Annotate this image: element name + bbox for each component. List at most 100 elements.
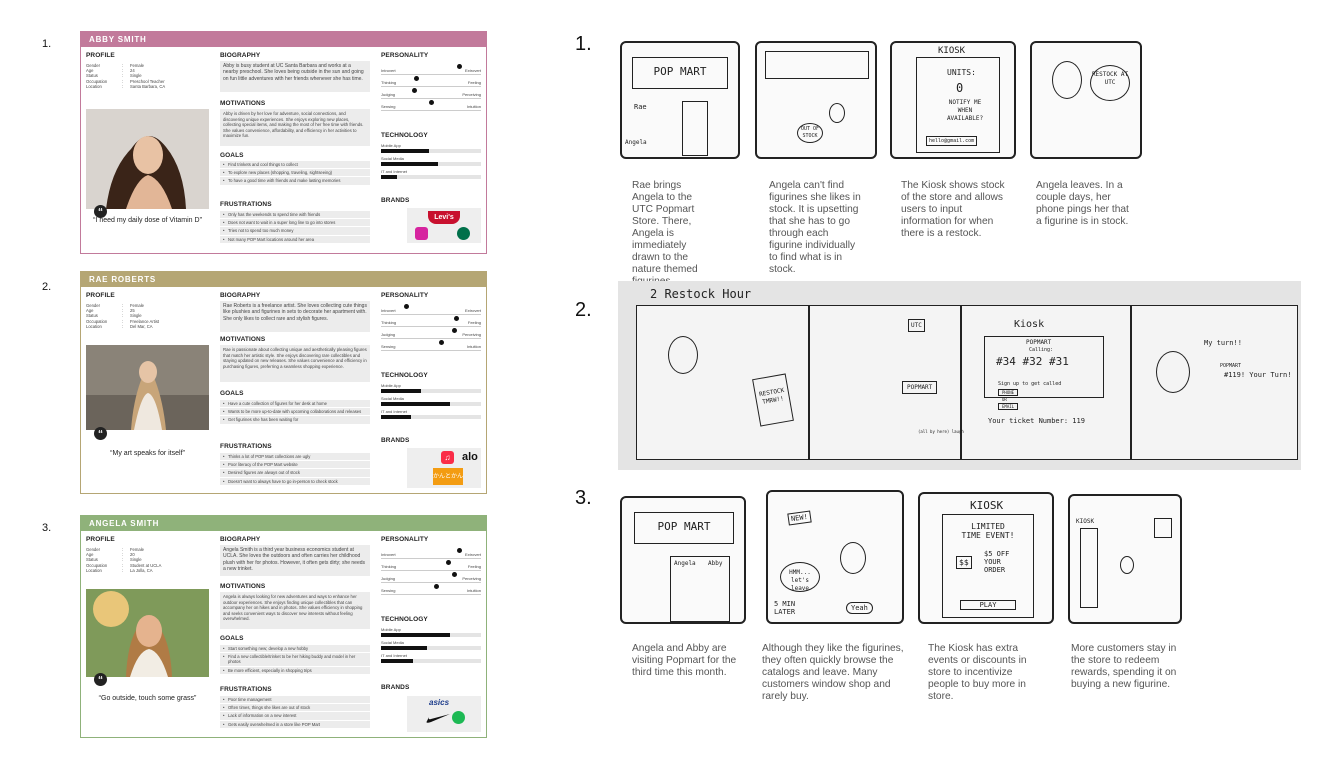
persona-name: RAE ROBERTS xyxy=(81,272,486,287)
storyboard-caption: Angela leaves. In a couple days, her pho… xyxy=(1036,180,1129,227)
sketch-label: POPMART xyxy=(1220,363,1242,369)
profile-key: Age xyxy=(86,308,94,314)
profile-key: Status xyxy=(86,73,98,79)
profile-value: La Jolla, CA xyxy=(130,567,153,573)
profile-value: Female xyxy=(130,547,144,552)
storyboard-panel: KIOSK xyxy=(1068,494,1182,624)
profile-key: Gender xyxy=(86,303,100,308)
frustrations-heading: FRUSTRATIONS xyxy=(220,443,272,450)
profile-value: Student at UCLA xyxy=(130,562,162,568)
tech-label: Mobile App xyxy=(381,627,401,632)
apple-music-logo: ♫ xyxy=(441,451,454,464)
biography-heading: BIOGRAPHY xyxy=(220,52,261,59)
motivations-heading: MOTIVATIONS xyxy=(220,336,266,343)
tech-label: IT and Internet xyxy=(381,169,407,174)
persona-quote: “Go outside, touch some grass” xyxy=(98,695,197,702)
frustrations-list: Only has the weekends to spend time with… xyxy=(220,211,370,244)
frustrations-list: Thinks a lot of POP Mart collections are… xyxy=(220,453,370,486)
scale-right-label: Feeling xyxy=(467,80,481,85)
frustrations-heading: FRUSTRATIONS xyxy=(220,201,272,208)
scale-right-label: Extrovert xyxy=(464,68,481,73)
tech-label: Social Media xyxy=(381,640,404,645)
scale-marker xyxy=(428,100,434,105)
storyboard-panel: KIOSK UNITS: 0 NOTIFY ME WHEN AVAILABLE?… xyxy=(890,41,1016,159)
tech-fill xyxy=(381,633,450,637)
persona-photo xyxy=(86,345,209,430)
persona-quote: “My art speaks for itself” xyxy=(110,450,185,457)
brands-heading: BRANDS xyxy=(381,437,410,444)
list-item: Often times, things she likes are out of… xyxy=(220,704,370,712)
sketch-label: EMAIL xyxy=(998,403,1019,410)
goals-list: Have a cute collection of figures for he… xyxy=(220,400,370,425)
storyboard-panel: POP MART Rae Angela xyxy=(620,41,740,159)
scale-marker xyxy=(403,304,409,309)
sketch-bubble: Yeah xyxy=(846,602,873,614)
storyboard-index: 3. xyxy=(575,487,592,509)
personality-heading: PERSONALITY xyxy=(381,292,429,299)
persona-photo xyxy=(86,109,209,209)
storyboard-index: 2. xyxy=(575,299,592,321)
motivations-heading: MOTIVATIONS xyxy=(220,583,266,590)
list-item: Get figurines she has been waiting for xyxy=(220,416,370,424)
profile-heading: PROFILE xyxy=(86,536,115,543)
biography-text: Abby is busy student at UC Santa Barbara… xyxy=(220,61,370,92)
list-item: Lack of information on a new interest xyxy=(220,712,370,720)
asics-logo: asics xyxy=(429,698,450,707)
list-item: Be more efficient, especially in shoppin… xyxy=(220,666,370,674)
quote-icon: “ xyxy=(94,673,107,686)
scale-right-label: Perceiving xyxy=(462,92,481,97)
list-item: Gets easily overwhelmed in a store like … xyxy=(220,720,370,728)
storyboard-caption: The Kiosk has extra events or discounts … xyxy=(928,643,1027,702)
sketch-label: $5 OFF YOUR ORDER xyxy=(984,550,1010,574)
profile-value: Female xyxy=(130,63,144,68)
tech-fill xyxy=(381,389,421,393)
scale-left-label: Thinking xyxy=(381,564,397,569)
motivations-text: Angela is always looking for new adventu… xyxy=(220,592,370,629)
tech-label: IT and Internet xyxy=(381,409,407,414)
profile-key: Occupation xyxy=(86,78,108,84)
scale-left-label: Sensing xyxy=(381,344,396,349)
sketch-label: Sign up to get called xyxy=(998,381,1062,387)
tech-label: Mobile App xyxy=(381,383,401,388)
starbucks-logo xyxy=(457,227,470,240)
persona-name: ABBY SMITH xyxy=(81,32,486,47)
list-item: Only has the weekends to spend time with… xyxy=(220,211,370,219)
list-item: Doesn't want to always have to go in-per… xyxy=(220,477,370,485)
list-item: Have a cute collection of figures for he… xyxy=(220,400,370,408)
persona-index: 1. xyxy=(42,38,52,50)
tech-fill xyxy=(381,175,397,179)
profile-value: Single xyxy=(130,557,142,563)
scale-marker xyxy=(433,584,439,589)
sketch-label: hello@gmail.com xyxy=(926,136,978,146)
list-item: To explore new places (shopping, traveli… xyxy=(220,169,370,177)
technology-bars: Mobile App Social Media IT and Internet xyxy=(381,627,481,666)
biography-heading: BIOGRAPHY xyxy=(220,536,261,543)
tech-fill xyxy=(381,149,429,153)
storyboard-index: 1. xyxy=(575,33,592,55)
scale-right-label: Intuition xyxy=(466,344,481,349)
sketch-bubble: RESTOCK AT UTC xyxy=(1090,65,1130,101)
brand-logos: ♫ alo かんとかん xyxy=(407,448,481,488)
scale-right-label: Intuition xyxy=(466,104,481,109)
storyboard-panel: POP MART Angela Abby xyxy=(620,496,746,624)
sketch-label: POPMART xyxy=(902,381,938,394)
profile-value: Single xyxy=(130,73,142,79)
motivations-text: Rae is passionate about collecting uniqu… xyxy=(220,345,370,382)
storyboard-caption: More customers stay in the store to rede… xyxy=(1071,643,1177,690)
sketch-label: Angela xyxy=(674,560,696,567)
technology-heading: TECHNOLOGY xyxy=(381,132,428,139)
profile-value: Freelance Artist xyxy=(130,318,160,324)
persona-name: ANGELA SMITH xyxy=(81,516,486,531)
profile-details: Gender:Female Age:25 Status:Single Occup… xyxy=(86,303,160,329)
scale-left-label: Thinking xyxy=(381,80,397,85)
goals-heading: GOALS xyxy=(220,390,244,397)
